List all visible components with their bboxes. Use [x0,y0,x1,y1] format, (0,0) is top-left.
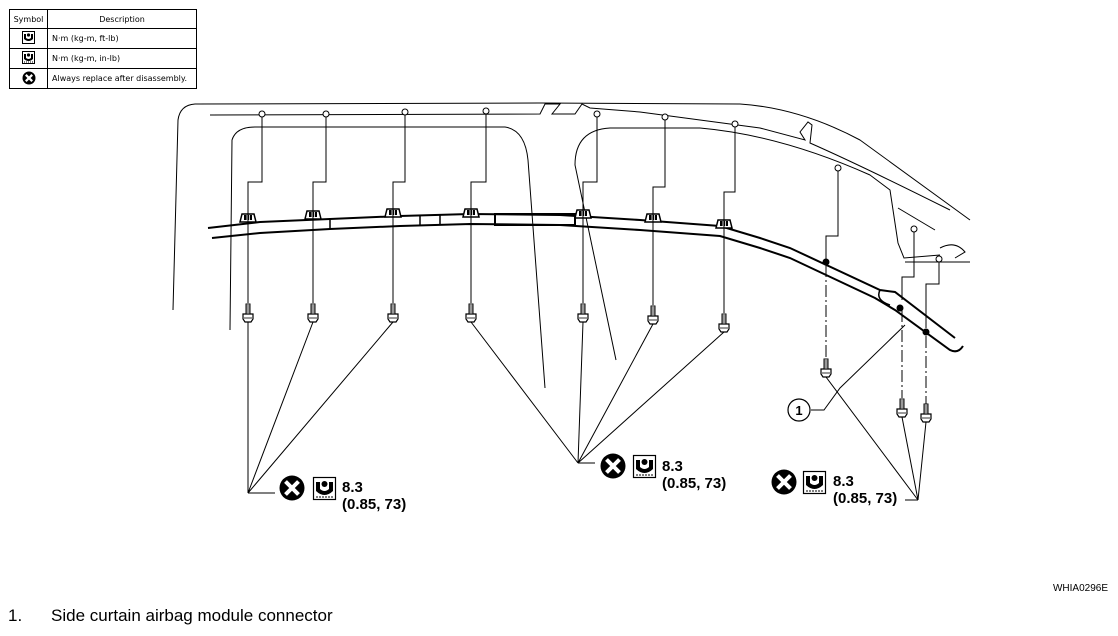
torque-wrench-in-lb-icon [802,470,827,495]
airbag-module [207,212,964,353]
callout-icons-3 [771,469,827,495]
torque-spec: (0.85, 73) [833,490,898,507]
always-replace-icon [600,453,626,479]
footnote-text: Side curtain airbag module connector [51,606,333,625]
torque-wrench-in-lb-icon [632,454,657,479]
footnote-number: 1. [8,606,23,625]
torque-spec: (0.85, 73) [342,496,407,513]
svg-text:1: 1 [795,403,802,418]
legend-row: N·m (kg-m, ft-lb) [9,28,197,49]
torque-callout-2: 8.3 (0.85, 73) [662,458,726,492]
torque-value: 8.3 [662,458,683,475]
callout-leader-lines [247,321,927,501]
torque-callout-3: 8.3 (0.85, 73) [833,473,897,507]
torque-value: 8.3 [342,479,363,496]
always-replace-icon [279,475,305,501]
part-marker-1: 1 [787,398,811,422]
callout-icons-1 [279,475,337,501]
torque-wrench-in-lb-icon [22,51,35,64]
legend-description: Always replace after disassembly. [47,68,197,89]
bolt-leader-lines [247,107,943,404]
footnote-item: 1. Side curtain airbag module connector [8,606,333,626]
roof-outline [172,102,971,389]
torque-wrench-ft-lb-icon [22,31,35,44]
symbol-legend-table: Symbol Description N·m (kg-m, ft-lb) N·m… [9,9,197,89]
figure-id: WHIA0296E [1052,583,1108,594]
torque-callout-1: 8.3 (0.85, 73) [342,479,406,513]
torque-wrench-in-lb-icon [312,476,337,501]
callout-icons-2 [600,453,657,479]
always-replace-icon [22,71,35,84]
always-replace-icon [771,469,797,495]
legend-row: Always replace after disassembly. [9,68,197,89]
torque-value: 8.3 [833,473,854,490]
torque-spec: (0.85, 73) [662,475,727,492]
legend-row: N·m (kg-m, in-lb) [9,48,197,69]
